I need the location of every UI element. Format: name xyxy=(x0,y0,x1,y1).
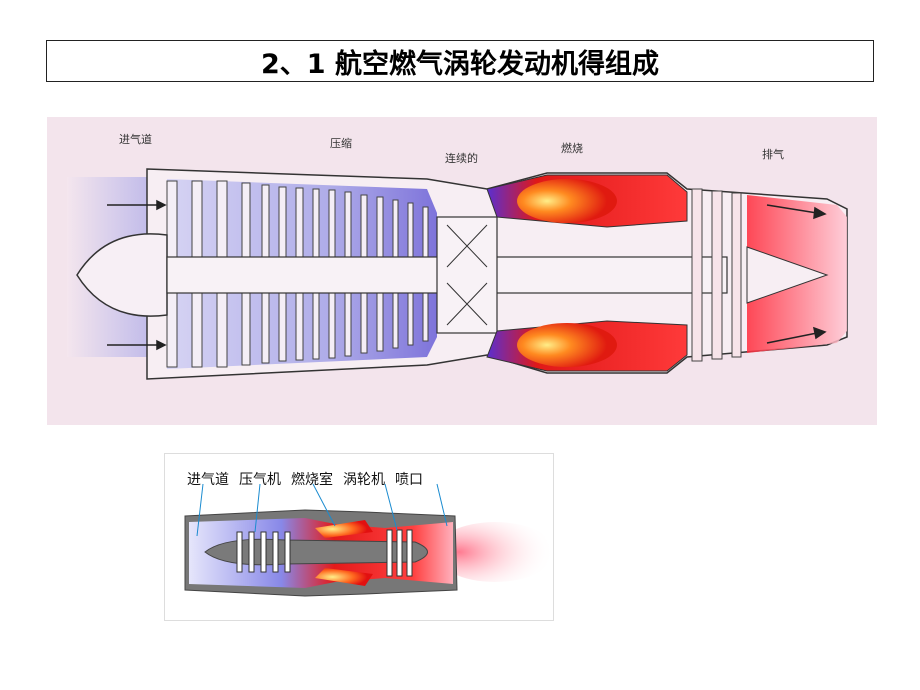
photo-label-intake: 进气道 xyxy=(119,133,152,146)
schematic-label-nozzle: 喷口 xyxy=(395,472,423,488)
photo-label-burn: 燃烧 xyxy=(561,142,583,155)
turbine-blades xyxy=(691,188,742,362)
schematic-label-intake: 进气道 xyxy=(187,472,229,488)
photo-label-exhaust: 排气 xyxy=(762,148,784,161)
photo-label-compress: 压缩 xyxy=(330,137,352,150)
engine-schematic: 进气道 压气机 燃烧室 涡轮机 喷口 xyxy=(164,453,555,621)
engine-cutaway-illustration xyxy=(47,117,877,425)
engine-cutaway-photo: 进气道 压缩 连续的 燃烧 排气 xyxy=(47,117,877,425)
photo-label-continuous: 连续的 xyxy=(445,152,478,165)
schematic-label-combustor: 燃烧室 xyxy=(291,472,333,488)
slide-title: 2、1 航空燃气涡轮发动机得组成 xyxy=(46,40,874,82)
schematic-label-compressor: 压气机 xyxy=(239,472,281,488)
engine-schematic-drawing xyxy=(184,483,555,597)
schematic-labels: 进气道 压气机 燃烧室 涡轮机 喷口 xyxy=(187,469,423,489)
schematic-label-turbine: 涡轮机 xyxy=(343,472,385,488)
